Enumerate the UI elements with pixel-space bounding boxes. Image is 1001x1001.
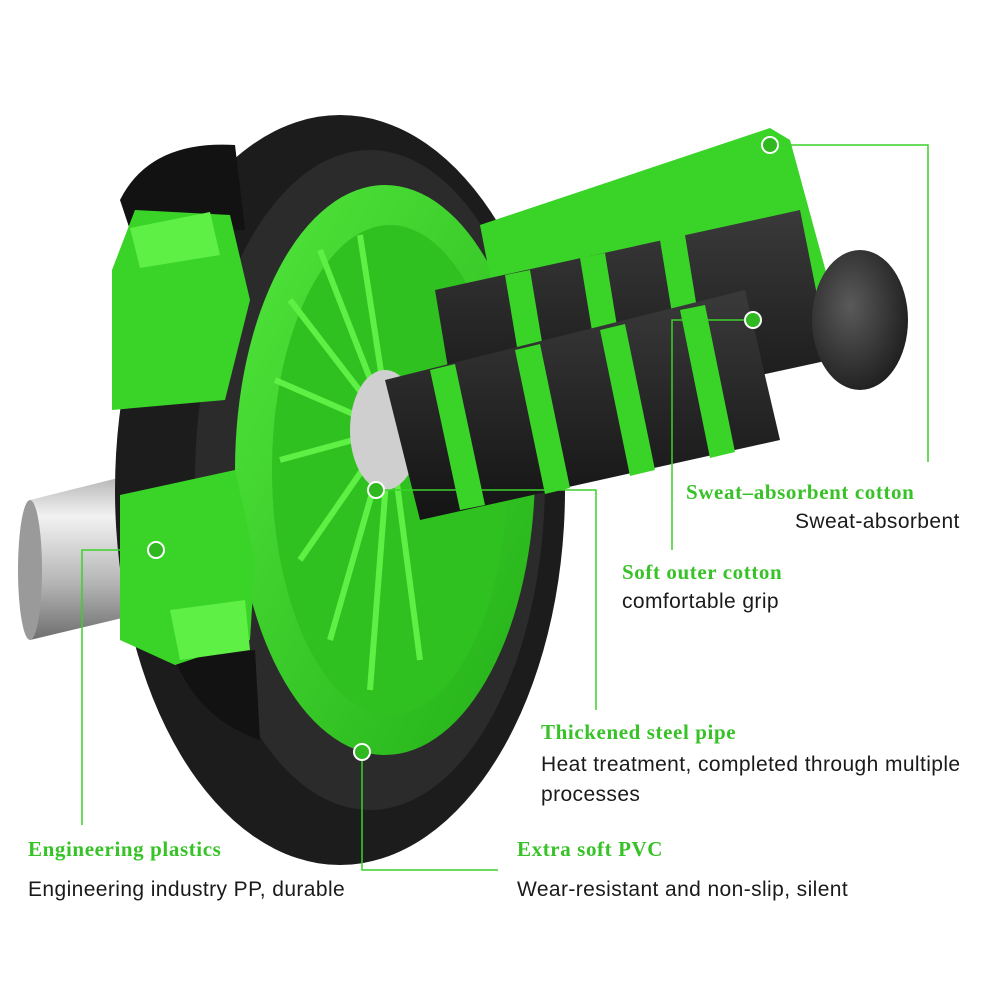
callout-title-sweat: Sweat–absorbent cotton	[686, 480, 915, 504]
callout-title-steel: Thickened steel pipe	[541, 720, 737, 744]
callout-title-plastic: Engineering plastics	[28, 837, 222, 861]
marker-dot	[744, 311, 762, 329]
callout-desc-sweat: Sweat-absorbent	[795, 510, 960, 533]
marker-dot	[147, 541, 165, 559]
grip-end-cap	[812, 250, 908, 390]
marker-dot	[367, 481, 385, 499]
callout-desc-plastic: Engineering industry PP, durable	[28, 878, 346, 901]
callout-title-pvc: Extra soft PVC	[517, 837, 664, 861]
grip-lower	[385, 290, 780, 520]
callout-desc-soft: comfortable grip	[622, 590, 779, 613]
marker-dot	[353, 743, 371, 761]
marker-dot	[761, 136, 779, 154]
plastic-cutaway	[112, 210, 255, 665]
callout-desc-pvc: Wear-resistant and non-slip, silent	[517, 878, 849, 901]
callout-markers	[147, 136, 779, 761]
callout-title-soft: Soft outer cotton	[622, 560, 783, 584]
callout-desc-steel: Heat treatment, completed through multip…	[541, 753, 961, 806]
leader-lines	[81, 144, 929, 871]
